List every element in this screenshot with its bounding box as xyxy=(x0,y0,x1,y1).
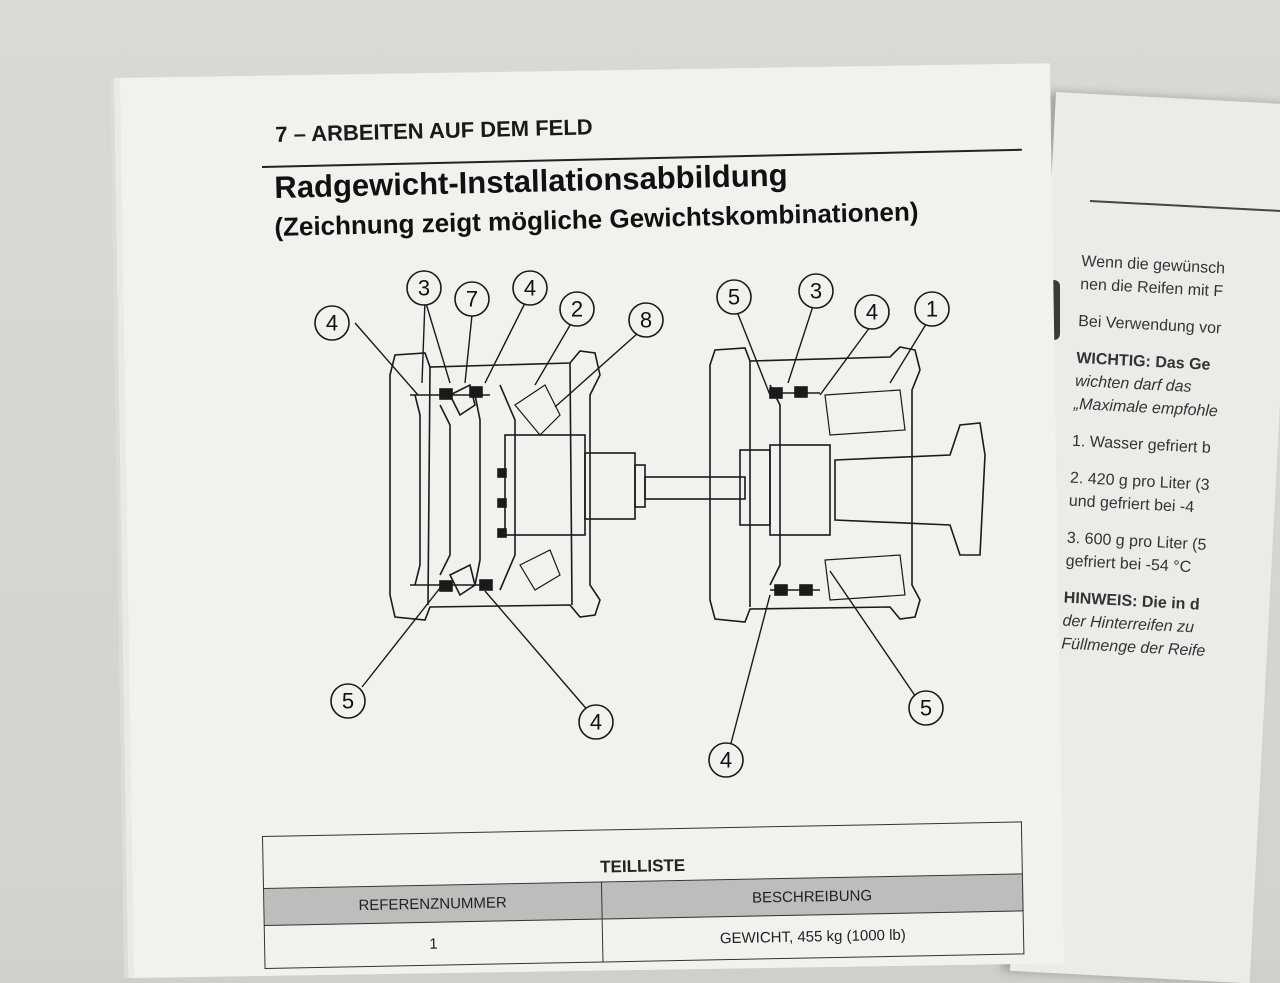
parts-table: TEILLISTE REFERENZNUMMER BESCHREIBUNG 1 … xyxy=(262,821,1024,969)
callout-circle xyxy=(854,294,890,330)
right-wheel-drawing xyxy=(709,346,986,623)
callout-label: 3 xyxy=(810,279,822,304)
right-page-text: Wenn die gewünsch nen die Reifen mit F B… xyxy=(1061,250,1280,667)
callout-circle xyxy=(628,302,664,338)
callout-circle xyxy=(406,270,442,306)
callout-label: 2 xyxy=(571,297,583,322)
callout-label: 8 xyxy=(640,308,652,333)
callout-circle xyxy=(708,742,744,778)
callout-circle xyxy=(914,291,950,327)
table-cell-desc: GEWICHT, 455 kg (1000 lb) xyxy=(601,910,1024,962)
callout-circle xyxy=(559,291,595,327)
callout-circle xyxy=(798,273,834,309)
wheel-weight-diagram: 4 3 7 4 2 8 5 4 5 3 4 1 4 5 xyxy=(314,270,986,778)
left-wheel-drawing xyxy=(389,350,646,621)
callout-circle xyxy=(454,281,490,317)
callout-label: 4 xyxy=(866,300,878,325)
callout-circle xyxy=(314,305,350,341)
callout-circle xyxy=(578,704,614,740)
column-header-ref: REFERENZNUMMER xyxy=(263,881,602,926)
callout-label: 3 xyxy=(418,276,430,301)
callout-circle xyxy=(512,270,548,306)
callout-label: 1 xyxy=(926,297,938,322)
callout-label: 4 xyxy=(326,311,338,336)
table-cell-ref: 1 xyxy=(264,918,603,969)
axle-shaft xyxy=(644,476,746,500)
callout-circle xyxy=(908,690,944,726)
callout-label: 4 xyxy=(524,276,536,301)
callout-label: 4 xyxy=(720,748,732,773)
callout-label: 5 xyxy=(920,696,932,721)
callout-circle xyxy=(716,279,752,315)
callout-label: 5 xyxy=(728,285,740,310)
callout-label: 7 xyxy=(466,287,478,312)
callout-label: 4 xyxy=(590,710,602,735)
callout-circle xyxy=(330,683,366,719)
callout-label: 5 xyxy=(342,689,354,714)
